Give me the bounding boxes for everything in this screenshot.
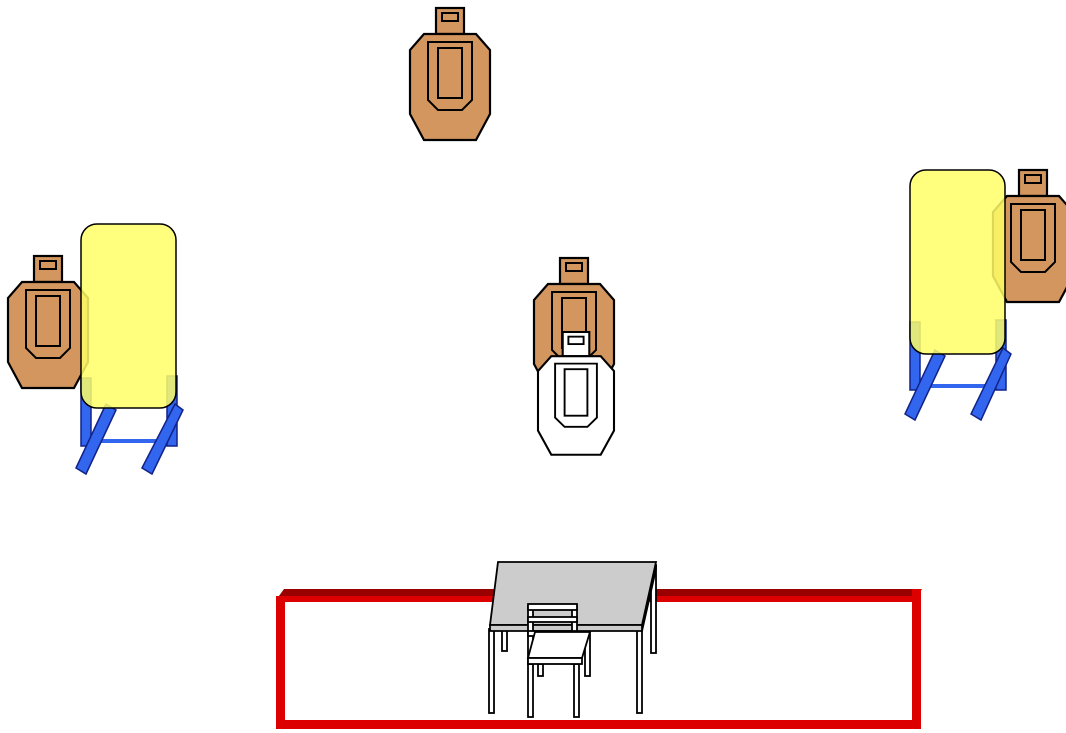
barrel-left [75, 223, 184, 476]
target-top-center [408, 6, 492, 142]
chair [526, 603, 592, 718]
target-left [6, 254, 90, 390]
barrel-right [904, 169, 1012, 422]
